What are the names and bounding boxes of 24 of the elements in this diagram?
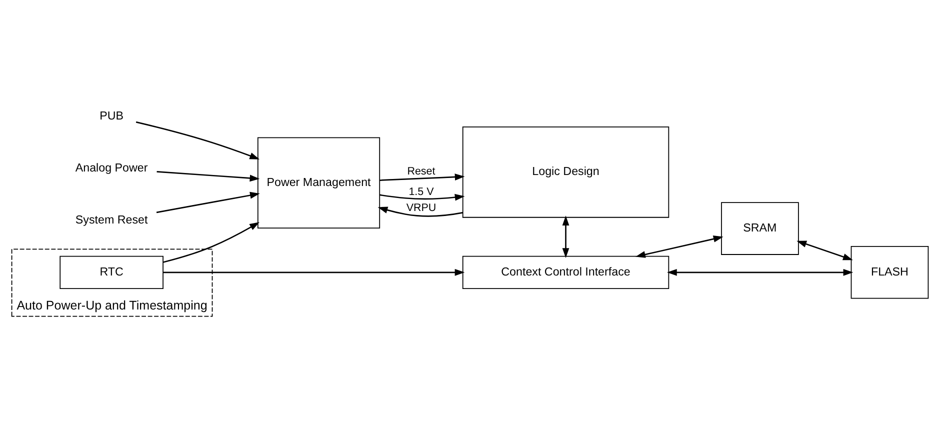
arrow xyxy=(378,206,463,217)
node-box: Power Management xyxy=(257,137,380,229)
arrow xyxy=(796,240,853,260)
node-box: Logic Design xyxy=(462,126,670,218)
arrow xyxy=(380,194,465,201)
edge-label: Reset xyxy=(407,166,436,178)
node-text: System Reset xyxy=(75,214,148,227)
node-box: SRAM xyxy=(721,202,799,255)
arrow xyxy=(562,216,570,258)
node-text: PUB xyxy=(100,110,124,123)
arrow xyxy=(162,222,260,263)
arrow xyxy=(156,192,260,214)
edge-label: 1.5 V xyxy=(408,186,434,198)
node-box: FLASH xyxy=(850,246,929,299)
arrow xyxy=(156,171,260,182)
arrow xyxy=(163,268,465,276)
arrow xyxy=(380,174,465,181)
arrow xyxy=(136,121,260,160)
node-text: Analog Power xyxy=(75,162,148,175)
arrow xyxy=(667,268,854,276)
node-box: Context Control Interface xyxy=(462,256,670,289)
node-box: RTC xyxy=(60,256,164,289)
arrow xyxy=(636,236,724,258)
edge-label: VRPU xyxy=(406,202,436,214)
